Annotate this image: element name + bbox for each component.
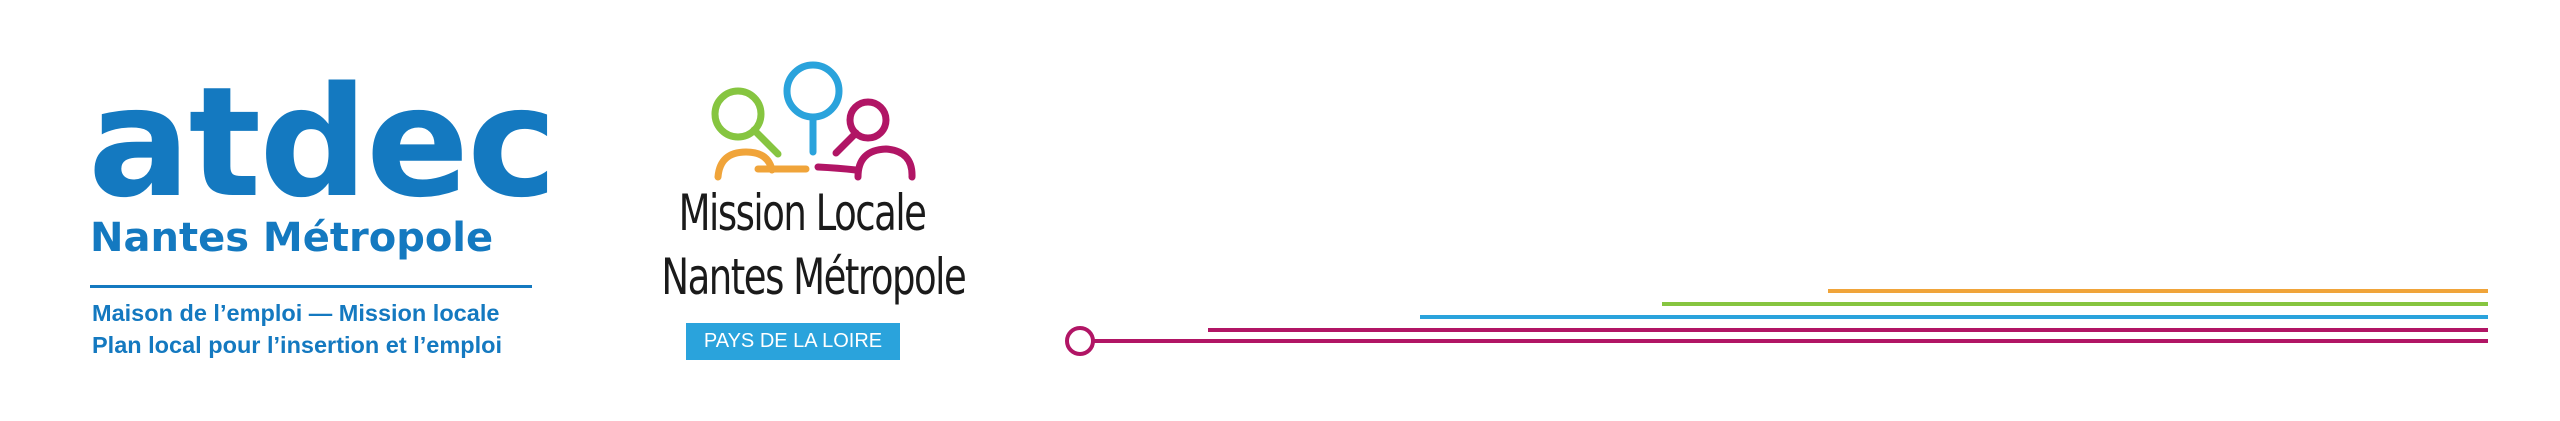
region-badge: PAYS DE LA LOIRE	[686, 323, 900, 360]
green-lens	[711, 87, 765, 141]
mission-locale-title-2: Nantes Métropole	[661, 248, 966, 306]
mission-locale-title-1: Mission Locale	[678, 184, 927, 242]
atdec-tagline-2: Plan local pour l’insertion et l’emploi	[92, 332, 503, 358]
atdec-divider	[90, 285, 532, 288]
atdec-tagline-1: Maison de l’emploi — Mission locale	[92, 300, 500, 326]
atdec-subtitle: Nantes Métropole	[90, 215, 494, 261]
atdec-wordmark: atdec	[88, 54, 557, 231]
mission-locale-logo: Mission Locale Nantes Métropole PAYS DE …	[598, 56, 1008, 366]
people-magnifier-icon	[711, 61, 916, 181]
timeline-lines-icon	[1065, 289, 2488, 356]
